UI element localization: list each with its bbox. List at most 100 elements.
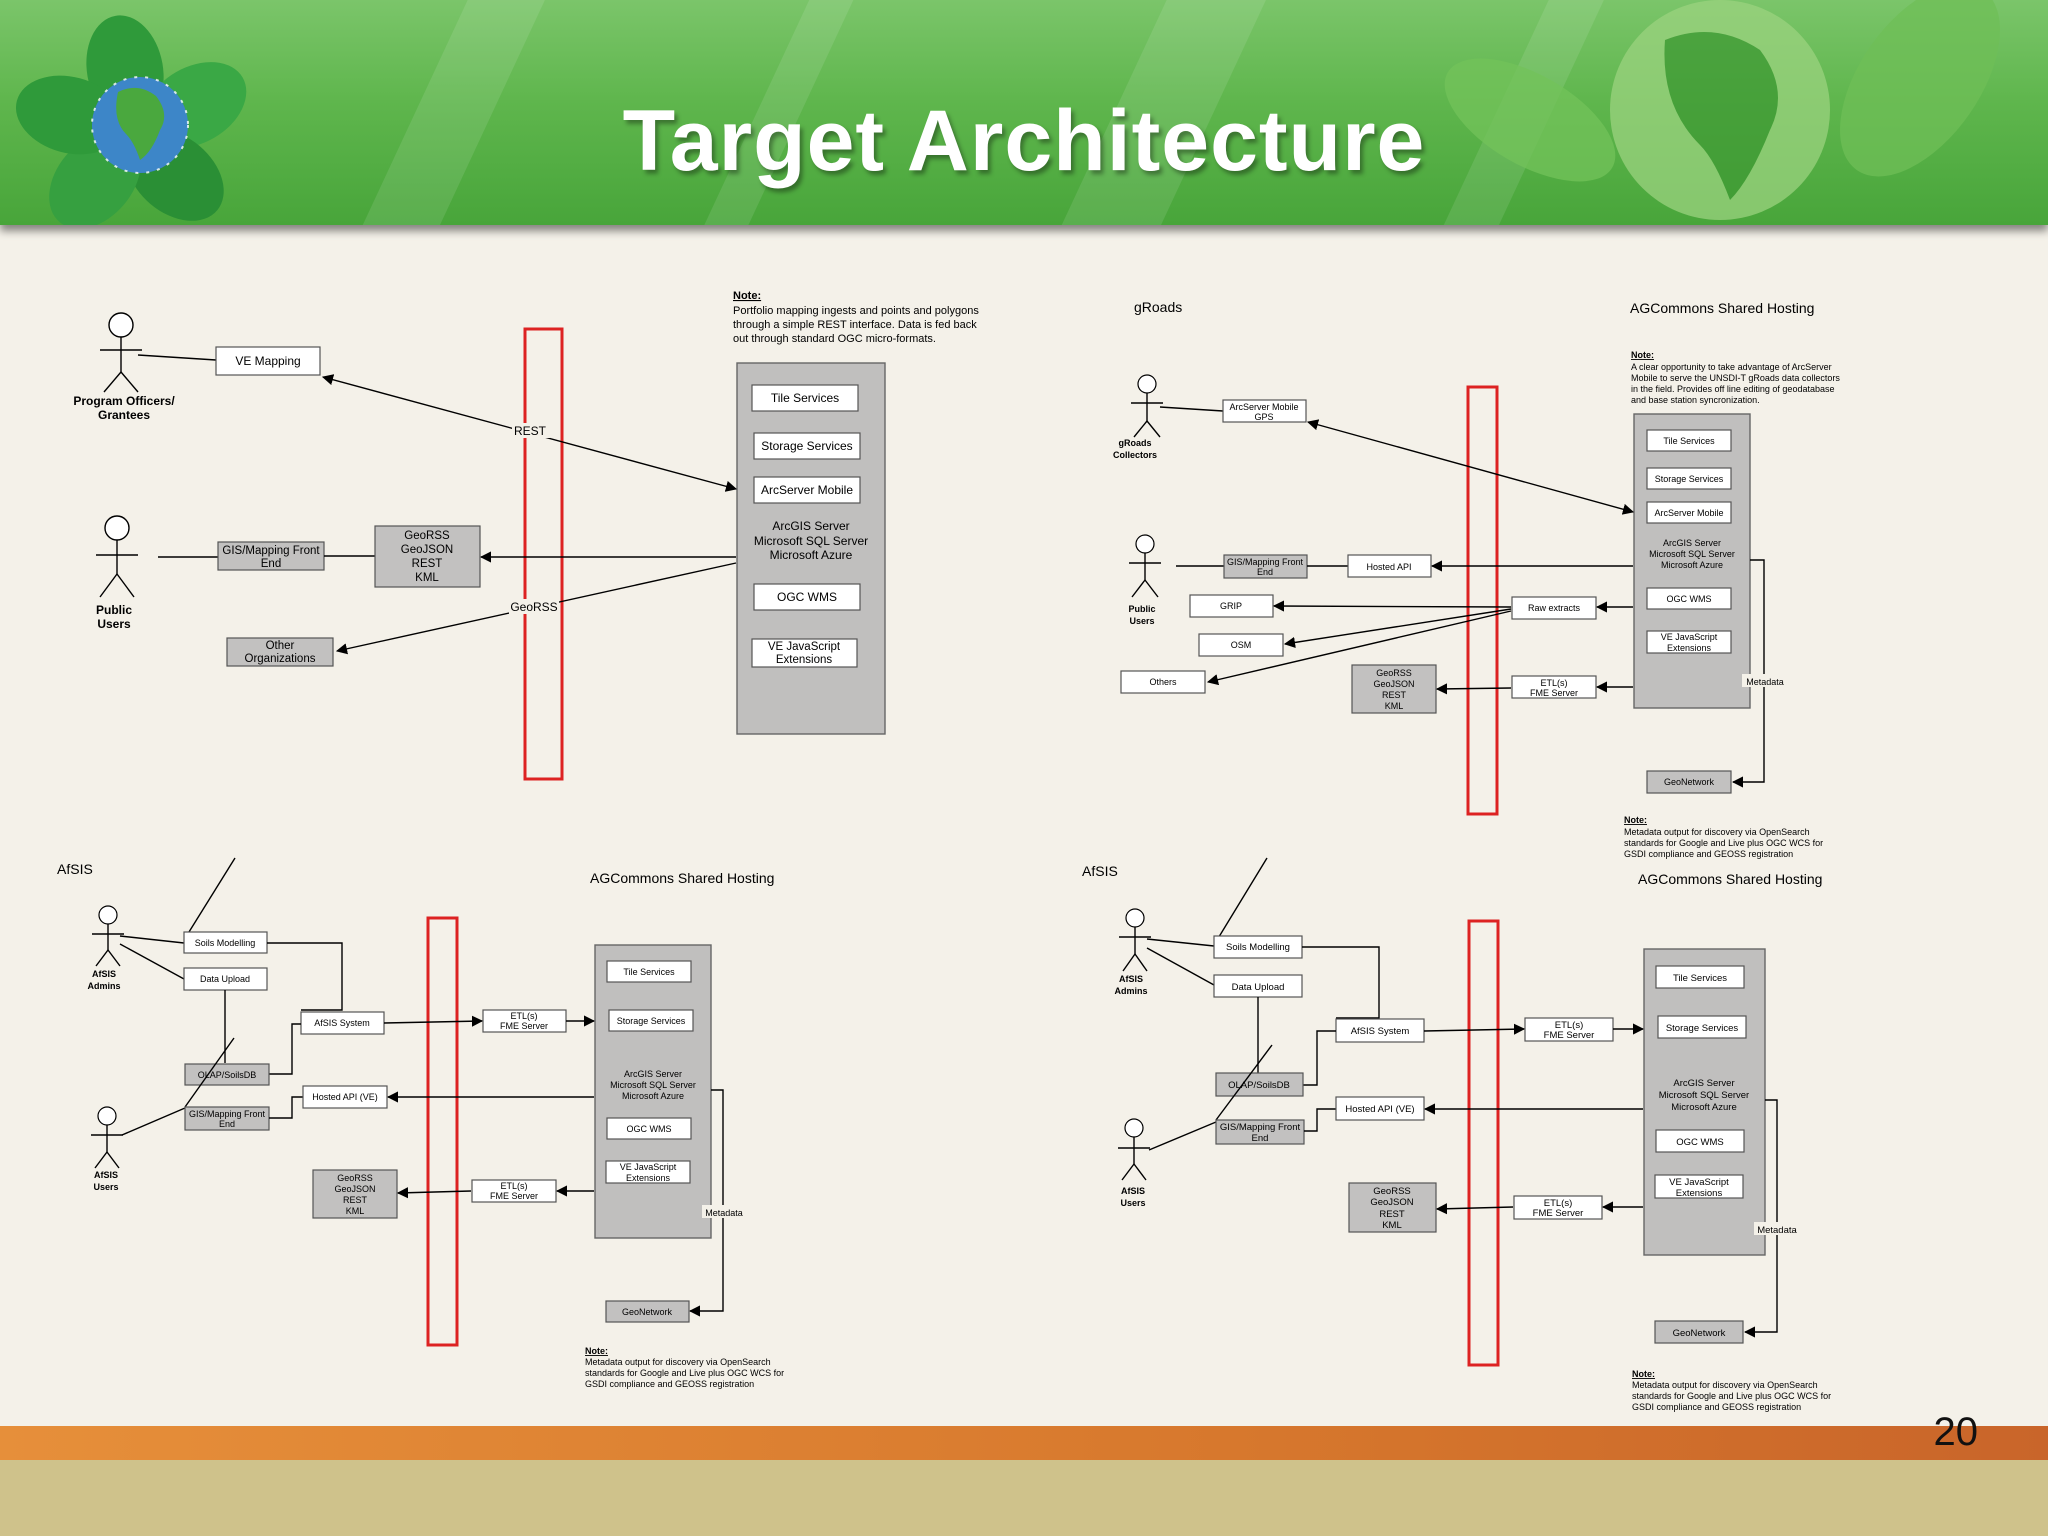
- arcgis-server-label: Microsoft SQL Server: [610, 1080, 696, 1090]
- gis-front-end-label: End: [261, 558, 281, 570]
- diagram-groads: gRoads AGCommons Shared Hosting Note: A …: [1113, 299, 1840, 859]
- d2-note-line: and base station syncronization.: [1631, 395, 1760, 405]
- other-organizations-label: Other: [266, 640, 295, 652]
- others-box: [1120, 670, 1206, 694]
- data-upload-label: Data Upload: [1232, 982, 1285, 993]
- ve-javascript-label: VE JavaScript: [768, 641, 841, 653]
- raw-extracts-label: Raw extracts: [1528, 603, 1581, 613]
- gis-front-end-label: End: [1257, 567, 1273, 577]
- d2-note2-title: Note:: [1624, 815, 1647, 825]
- d2-note2-line: GSDI compliance and GEOSS registration: [1624, 849, 1793, 859]
- soils-modelling-label: Soils Modelling: [1226, 942, 1290, 953]
- d4-title: AfSIS: [1082, 863, 1118, 879]
- format-label: GeoRSS: [1376, 668, 1412, 678]
- format-label: GeoJSON: [334, 1184, 375, 1194]
- d3-note-line: standards for Google and Live plus OGC W…: [585, 1368, 784, 1378]
- geonetwork-box: [605, 1300, 690, 1323]
- firewall-boundary: [1466, 385, 1499, 816]
- ogc-wms-label: OGC WMS: [1667, 594, 1712, 604]
- hosted-api-label: Hosted API (VE): [312, 1092, 378, 1102]
- storage-services-box: [608, 1009, 694, 1032]
- actor-public-users-icon: [96, 515, 138, 598]
- gis-front-end-label: GIS/Mapping Front: [222, 545, 320, 557]
- d1-note-title: Note:: [733, 290, 761, 302]
- format-label: KML: [346, 1206, 365, 1216]
- geonetwork-label: GeoNetwork: [1673, 1328, 1726, 1339]
- server-stack: [1643, 948, 1766, 1256]
- format-label: KML: [1385, 701, 1404, 711]
- actor-label: AfSIS: [1119, 974, 1143, 984]
- diagram-portfolio-mapping: Note: Portfolio mapping ingests and poin…: [73, 290, 979, 781]
- d2-note2-line: Metadata output for discovery via OpenSe…: [1624, 827, 1810, 837]
- ogc-wms-label: OGC WMS: [1676, 1137, 1724, 1148]
- etl-label: FME Server: [1530, 688, 1578, 698]
- server-stack: [736, 362, 886, 735]
- d4-hosting-label: AGCommons Shared Hosting: [1638, 871, 1822, 887]
- etl-label: ETL(s): [1541, 678, 1568, 688]
- etl-label: ETL(s): [501, 1181, 528, 1191]
- hosted-api-label: Hosted API: [1366, 562, 1411, 572]
- page-number: 20: [1933, 1410, 1979, 1454]
- format-label: KML: [415, 572, 439, 584]
- ve-javascript-label: VE JavaScript: [1661, 632, 1718, 642]
- d4-note-line: standards for Google and Live plus OGC W…: [1632, 1391, 1831, 1401]
- d1-note-line: Portfolio mapping ingests and points and…: [733, 305, 979, 317]
- format-label: KML: [1382, 1220, 1402, 1231]
- arcgis-server-label: Microsoft Azure: [770, 548, 853, 562]
- d2-note-line: in the field. Provides off line editing …: [1631, 384, 1834, 394]
- d2-note2-line: standards for Google and Live plus OGC W…: [1624, 838, 1823, 848]
- arcserver-mobile-label: ArcServer Mobile: [1654, 508, 1723, 518]
- storage-services-label: Storage Services: [1655, 474, 1724, 484]
- storage-services-label: Storage Services: [761, 439, 852, 453]
- actor-label: Admins: [1114, 986, 1147, 996]
- data-upload-label: Data Upload: [200, 974, 250, 984]
- actor-afsis-admins-icon: [92, 905, 124, 967]
- ve-mapping-label: VE Mapping: [235, 354, 300, 368]
- storage-services-box: [1646, 467, 1732, 490]
- storage-services-box: [1657, 1015, 1747, 1039]
- ve-javascript-box: [1654, 1174, 1744, 1199]
- tile-services-label: Tile Services: [1663, 436, 1715, 446]
- gis-front-end-label: GIS/Mapping Front: [1220, 1122, 1301, 1133]
- rest-label: REST: [514, 424, 547, 438]
- format-label: REST: [1379, 1209, 1405, 1220]
- olap-soilsdb-label: OLAP/SoilsDB: [198, 1070, 257, 1080]
- mobile-gps-label: GPS: [1254, 412, 1273, 422]
- gis-front-end-box: [1215, 1119, 1305, 1145]
- etl-label: FME Server: [1544, 1030, 1595, 1041]
- actor-label: Collectors: [1113, 450, 1157, 460]
- other-organizations-label: Organizations: [245, 653, 316, 665]
- grip-label: GRIP: [1220, 601, 1242, 611]
- firewall-boundary: [1467, 919, 1500, 1367]
- tile-services-label: Tile Services: [623, 967, 675, 977]
- gis-front-end-box: [217, 541, 325, 571]
- others-label: Others: [1149, 677, 1177, 687]
- d3-note-line: GSDI compliance and GEOSS registration: [585, 1379, 754, 1389]
- arcgis-server-label: ArcGIS Server: [1663, 538, 1721, 548]
- osm-label: OSM: [1231, 640, 1252, 650]
- d3-hosting-label: AGCommons Shared Hosting: [590, 870, 774, 886]
- ve-javascript-box: [751, 638, 858, 668]
- actor-afsis-users-icon: [91, 1106, 123, 1169]
- arcgis-server-label: Microsoft Azure: [1661, 560, 1723, 570]
- ogc-wms-box: [1646, 587, 1732, 610]
- mobile-gps-label: ArcServer Mobile: [1229, 402, 1298, 412]
- ve-javascript-box: [1646, 630, 1732, 654]
- format-label: GeoJSON: [401, 544, 453, 556]
- diagram-afsis-right: AfSIS AGCommons Shared Hosting AfSIS Adm…: [1082, 857, 1831, 1412]
- format-label: GeoJSON: [1373, 679, 1414, 689]
- actor-program-officers-icon: [100, 312, 142, 393]
- d2-note-title: Note:: [1631, 350, 1654, 360]
- afsis-system-label: AfSIS System: [314, 1018, 370, 1028]
- format-label: GeoRSS: [1373, 1186, 1411, 1197]
- ve-javascript-label: VE JavaScript: [620, 1162, 677, 1172]
- gis-front-end-label: End: [1252, 1133, 1269, 1144]
- storage-services-box: [753, 432, 861, 460]
- ve-javascript-label: Extensions: [626, 1173, 671, 1183]
- etl-label: FME Server: [490, 1191, 538, 1201]
- arcgis-server-label: ArcGIS Server: [1673, 1078, 1734, 1089]
- storage-services-label: Storage Services: [617, 1016, 686, 1026]
- d4-note-title: Note:: [1632, 1369, 1655, 1379]
- ve-javascript-label: VE JavaScript: [1669, 1177, 1729, 1188]
